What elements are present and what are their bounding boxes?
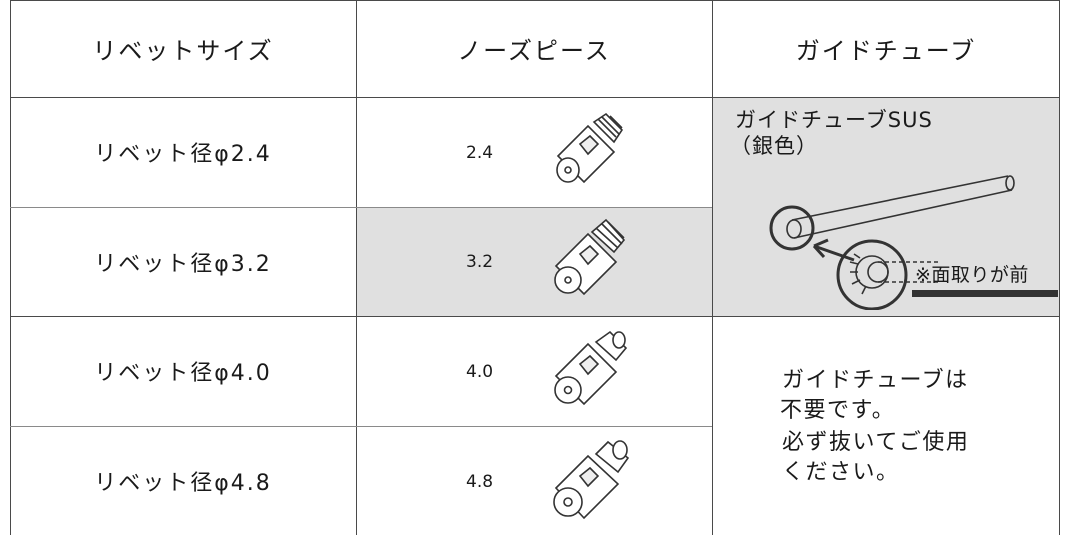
row-divider-3 xyxy=(10,426,712,427)
nose-size-4-0: 4.0 xyxy=(466,362,494,382)
guide-tube-sus-label: ガイドチューブSUS xyxy=(735,108,933,132)
rivet-guide-table: リベットサイズ ノーズピース ガイドチューブ リベット径φ2.4 リベット径φ3… xyxy=(10,0,1060,535)
row-divider-1 xyxy=(10,207,712,208)
column-divider-2 xyxy=(712,0,713,535)
nose-size-3-2: 3.2 xyxy=(466,252,494,272)
header-nose-piece: ノーズピース xyxy=(457,37,611,65)
nose-piece-2-4-icon xyxy=(556,112,624,184)
rivet-size-4-0: リベット径φ4.0 xyxy=(94,361,272,386)
rivet-size-3-2: リベット径φ3.2 xyxy=(94,251,272,277)
rivet-size-2-4: リベット径φ2.4 xyxy=(94,142,272,167)
nose-size-4-8: 4.8 xyxy=(466,472,494,492)
guide-tube-note-line-3: 必ず抜いてご使用 xyxy=(782,430,970,455)
table-border-right xyxy=(1059,0,1060,535)
nose-piece-3-2-cell-bg xyxy=(356,207,712,316)
table-border-top xyxy=(10,0,1060,1)
table-border-left xyxy=(10,0,11,535)
rivet-size-4-8: リベット径φ4.8 xyxy=(94,470,272,496)
guide-tube-note-line-4: ください。 xyxy=(782,460,900,485)
chamfer-note: ※面取りが前 xyxy=(915,264,1029,286)
nose-piece-4-8-icon xyxy=(553,440,630,520)
nose-piece-4-0-icon xyxy=(554,330,628,406)
row-divider-2 xyxy=(10,316,1060,317)
header-guide-tube: ガイドチューブ xyxy=(795,37,977,65)
guide-tube-sus-color: （銀色） xyxy=(730,134,818,158)
nose-size-2-4: 2.4 xyxy=(466,143,494,163)
guide-tube-illustration xyxy=(769,175,1058,310)
header-rivet-size: リベットサイズ xyxy=(92,37,274,65)
column-divider-1 xyxy=(356,0,357,535)
header-divider xyxy=(10,97,1060,98)
guide-tube-note-line-1: ガイドチューブは xyxy=(782,368,969,393)
nose-piece-3-2-icon xyxy=(554,218,626,296)
guide-tube-note-line-2: 不要です。 xyxy=(780,398,896,423)
